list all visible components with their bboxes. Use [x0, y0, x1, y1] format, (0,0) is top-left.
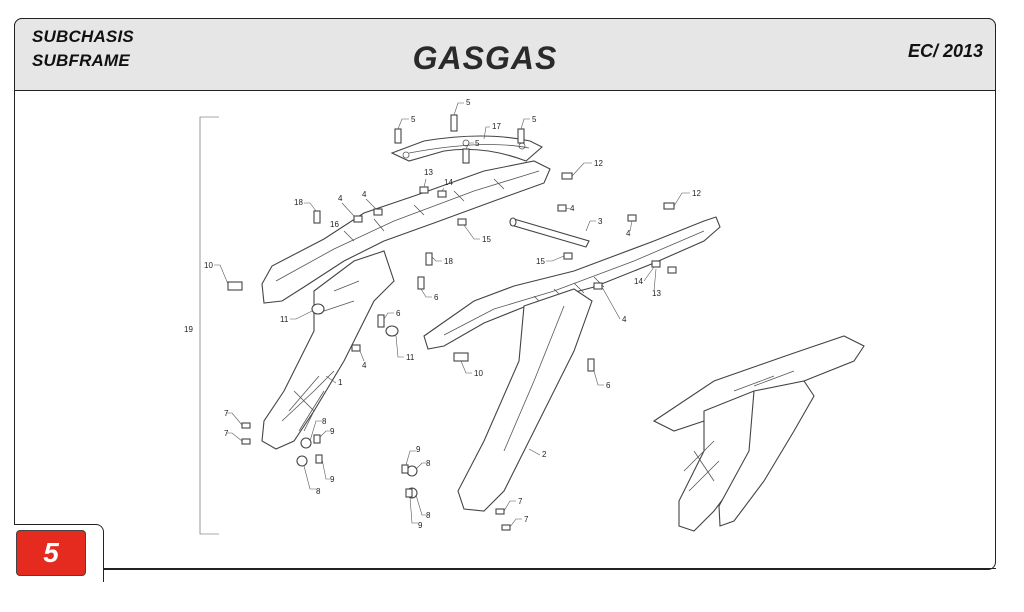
svg-text:6: 6: [396, 309, 401, 318]
exploded-parts-diagram: 19 5 5 5 5 17 1 3: [184, 98, 865, 535]
svg-text:4: 4: [626, 229, 631, 238]
page-number-badge: 5: [16, 530, 86, 576]
svg-text:1: 1: [338, 378, 343, 387]
svg-text:8: 8: [316, 487, 321, 496]
svg-text:18: 18: [294, 198, 303, 207]
assembled-subframe-view: [652, 335, 865, 532]
svg-text:4: 4: [362, 361, 367, 370]
svg-text:7: 7: [224, 409, 229, 418]
svg-text:14: 14: [634, 277, 643, 286]
cross-tube-3: 3: [509, 217, 603, 248]
svg-text:8: 8: [426, 459, 431, 468]
footer-line: [104, 568, 996, 569]
lower-hardware: 7 7 7 7 8 8 8 8 9 9 9 9: [224, 409, 529, 531]
svg-text:4: 4: [338, 194, 343, 203]
svg-text:5: 5: [466, 98, 471, 107]
svg-text:16: 16: [330, 220, 339, 229]
subframe-upper-rail: [261, 160, 551, 304]
svg-text:10: 10: [474, 369, 483, 378]
svg-text:18: 18: [444, 257, 453, 266]
svg-text:12: 12: [594, 159, 603, 168]
svg-text:7: 7: [518, 497, 523, 506]
svg-text:14: 14: [444, 178, 453, 187]
brand-logo: GASGAS: [413, 40, 558, 76]
svg-text:6: 6: [606, 381, 611, 390]
subframe-left-lower: 1: [261, 250, 395, 450]
svg-text:11: 11: [280, 315, 289, 324]
svg-text:15: 15: [482, 235, 491, 244]
svg-text:13: 13: [652, 289, 661, 298]
svg-text:4: 4: [570, 204, 575, 213]
header: SUBCHASIS SUBFRAME GASGAS EC/ 2013: [14, 18, 996, 91]
svg-text:8: 8: [426, 511, 431, 520]
svg-text:9: 9: [330, 427, 335, 436]
svg-text:9: 9: [330, 475, 335, 484]
svg-text:7: 7: [524, 515, 529, 524]
svg-text:19: 19: [184, 325, 193, 334]
section-title-spanish: SUBCHASIS: [32, 27, 134, 46]
svg-text:3: 3: [598, 217, 603, 226]
svg-text:9: 9: [416, 445, 421, 454]
svg-text:8: 8: [322, 417, 327, 426]
svg-text:9: 9: [418, 521, 423, 530]
svg-text:15: 15: [536, 257, 545, 266]
assembly-bracket: 19: [184, 116, 219, 535]
svg-text:6: 6: [434, 293, 439, 302]
svg-text:5: 5: [411, 115, 416, 124]
svg-text:4: 4: [622, 315, 627, 324]
svg-text:11: 11: [406, 353, 415, 362]
svg-text:17: 17: [492, 122, 501, 131]
svg-text:13: 13: [424, 168, 433, 177]
bolts-5: 5 5 5 5 17: [394, 98, 537, 164]
fasteners: 12 12 13 14 13 14 18 18 16 4 4 4 4 4 4 1…: [204, 159, 701, 390]
subframe-right-lower: 2: [457, 288, 593, 512]
svg-text:12: 12: [692, 189, 701, 198]
svg-text:5: 5: [532, 115, 537, 124]
svg-text:GASGAS: GASGAS: [413, 40, 558, 76]
svg-text:7: 7: [224, 429, 229, 438]
svg-text:5: 5: [475, 139, 480, 148]
svg-text:4: 4: [362, 190, 367, 199]
svg-text:2: 2: [542, 450, 547, 459]
svg-text:10: 10: [204, 261, 213, 270]
model-year: EC/ 2013: [907, 41, 983, 61]
section-title-english: SUBFRAME: [32, 51, 130, 70]
